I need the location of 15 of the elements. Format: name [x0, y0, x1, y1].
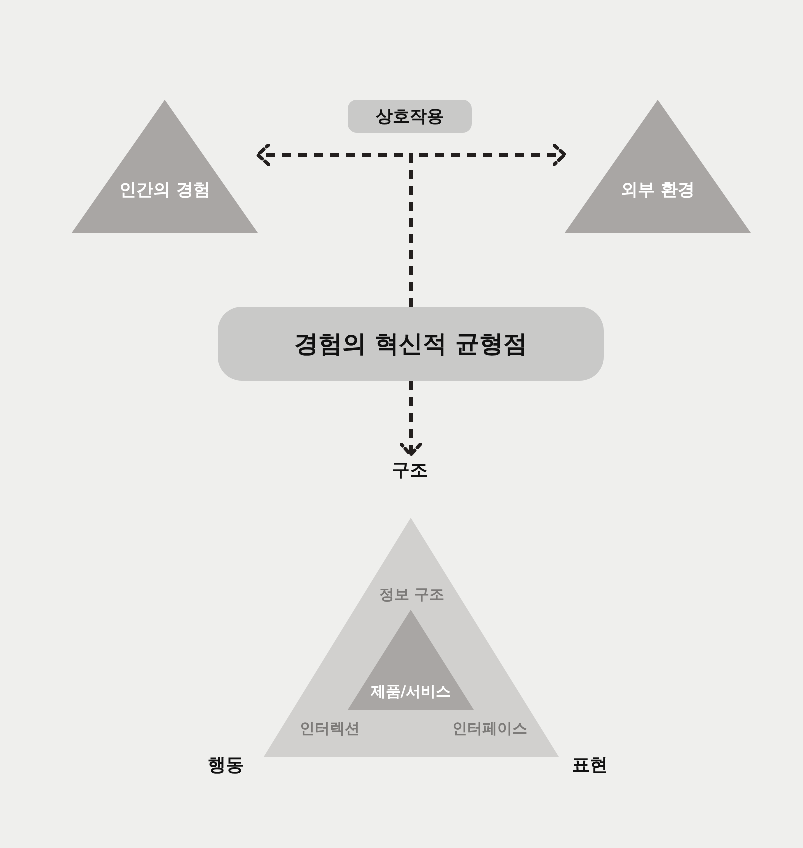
shape-label: 인터렉션	[300, 720, 360, 738]
dashed-arrow	[409, 143, 567, 307]
shape-label: 인간의 경험	[120, 180, 210, 202]
shape-label: 제품/서비스	[370, 682, 452, 702]
rounded-box	[348, 100, 472, 133]
rounded-box	[218, 307, 604, 381]
corner-label: 구조	[392, 459, 428, 482]
shape-label: 인터페이스	[452, 720, 528, 738]
shape-label: 외부 환경	[621, 180, 695, 202]
box-label: 상호작용	[376, 106, 444, 128]
corner-label: 표현	[572, 754, 608, 777]
shape-label: 정보 구조	[379, 586, 445, 604]
dashed-arrow	[399, 381, 423, 457]
corner-label: 행동	[208, 754, 244, 777]
box-label: 경험의 혁신적 균형점	[294, 329, 528, 360]
